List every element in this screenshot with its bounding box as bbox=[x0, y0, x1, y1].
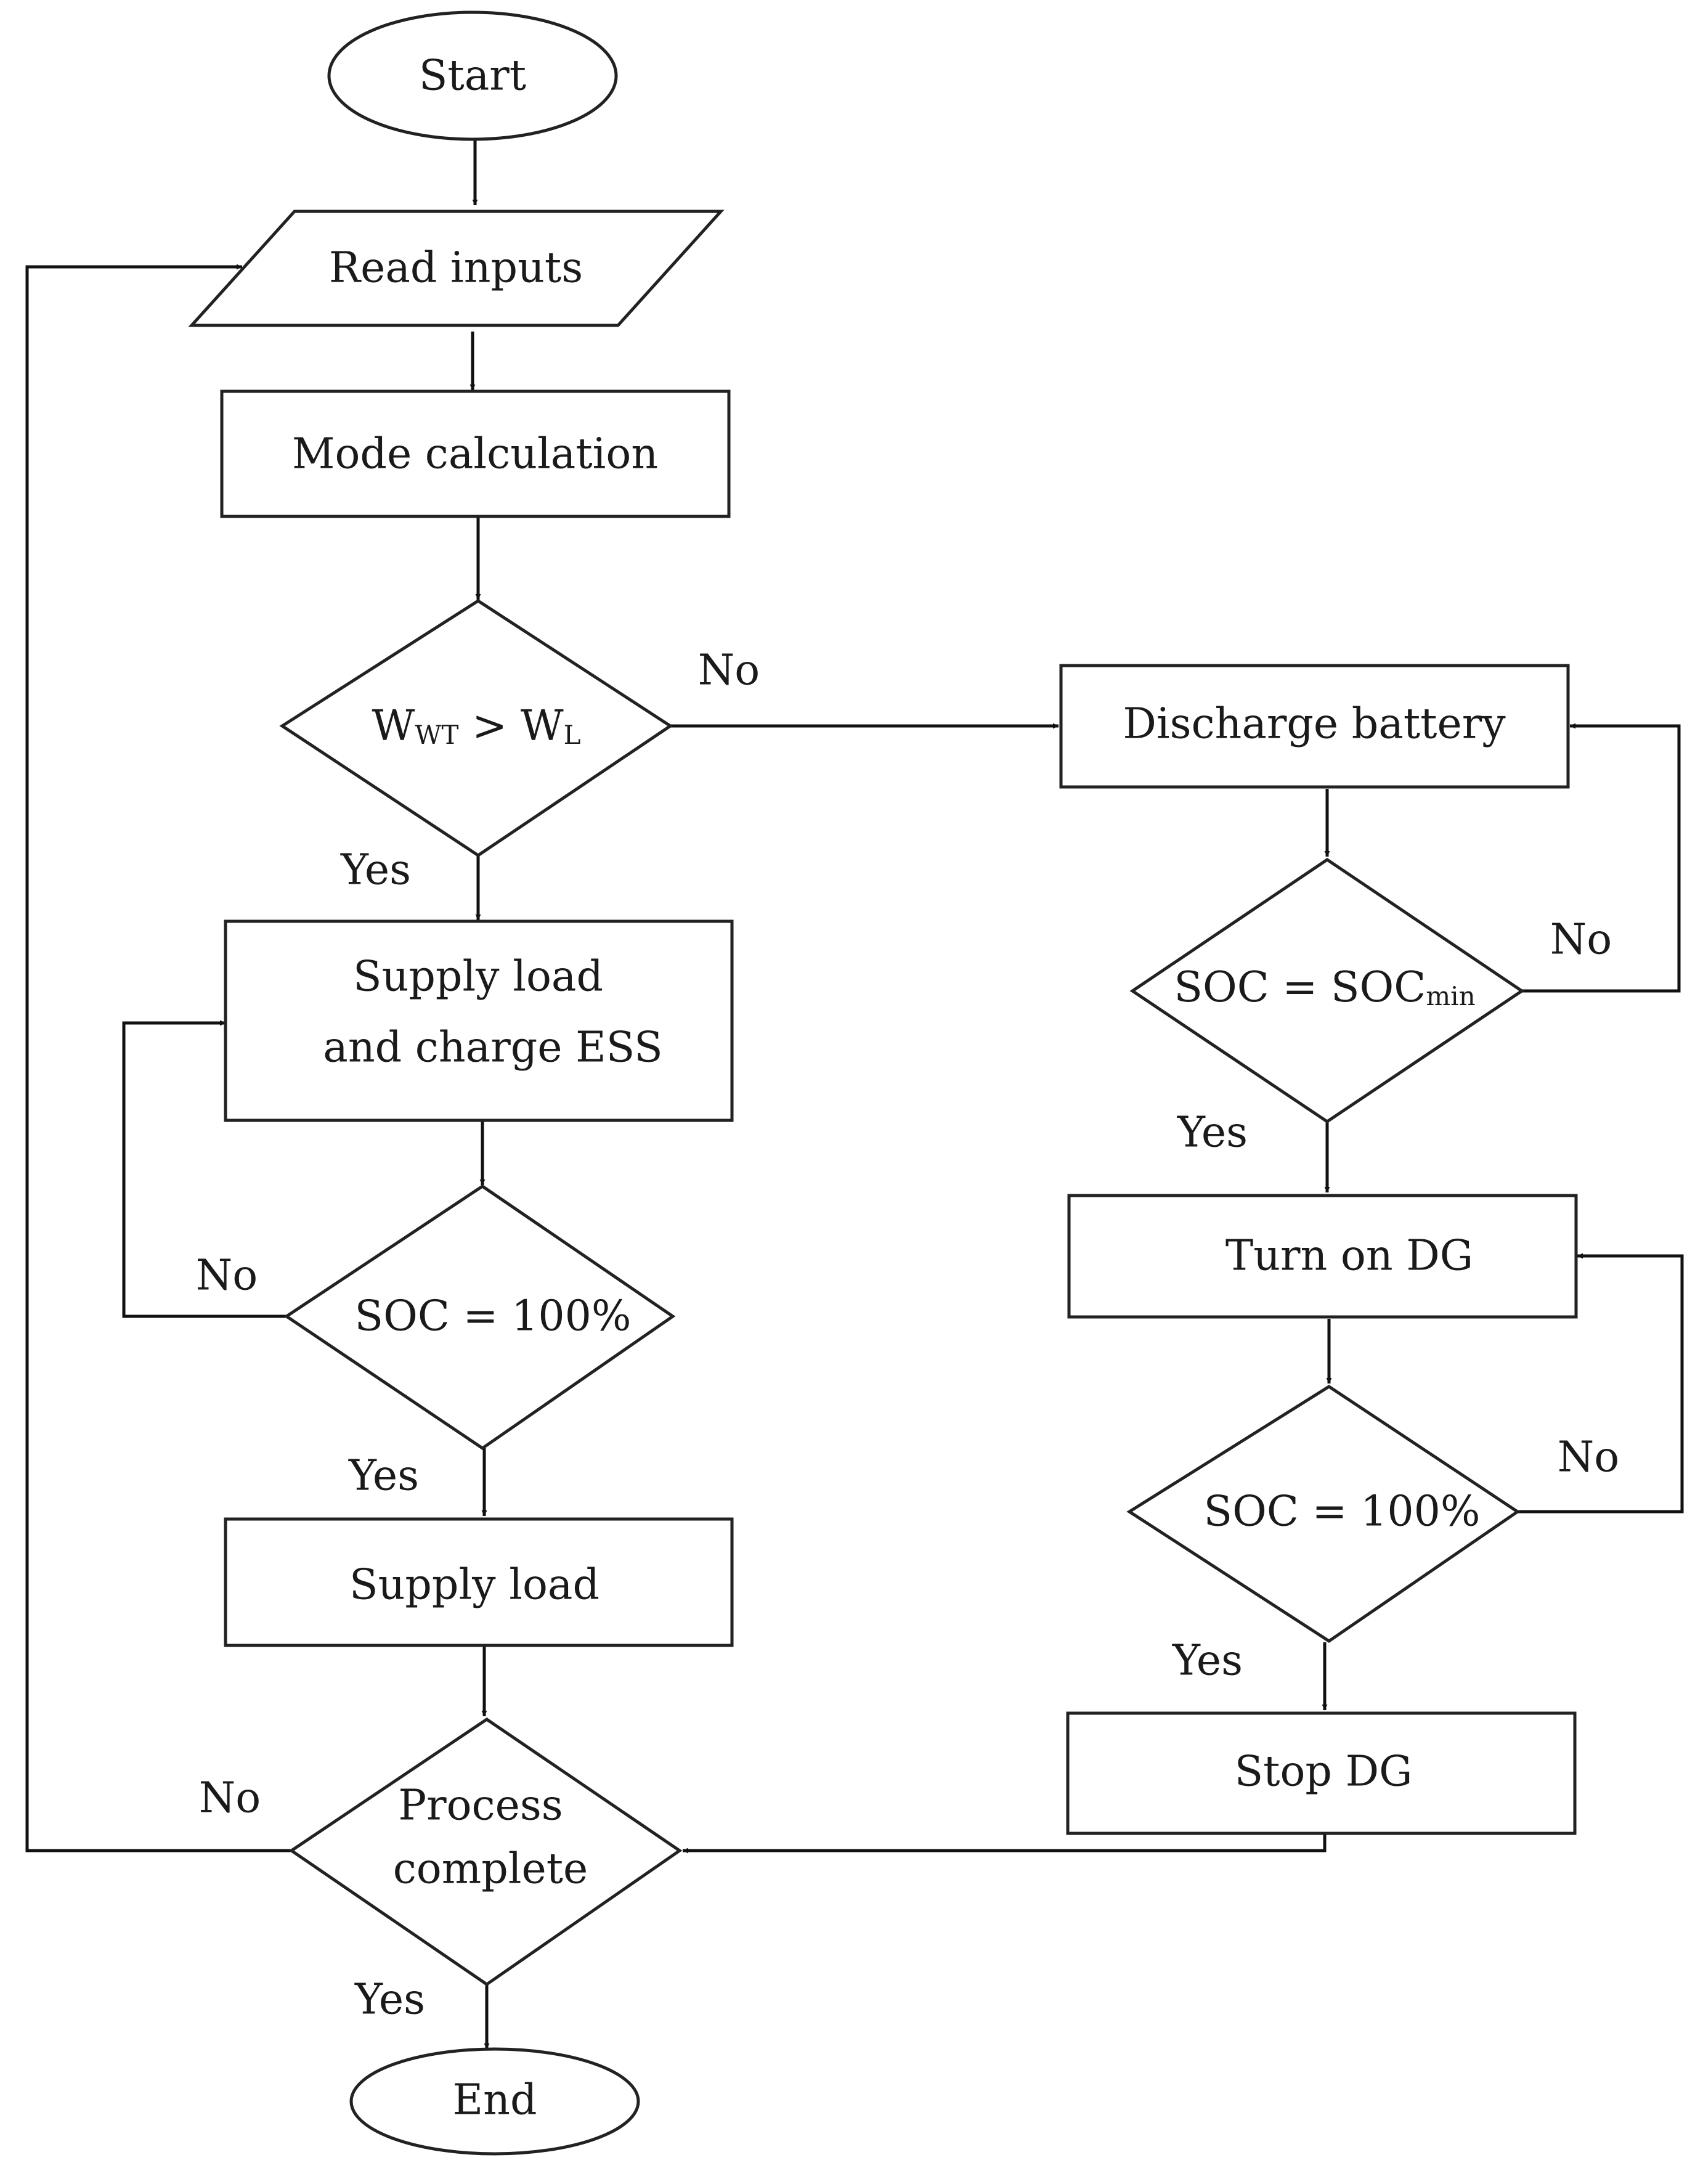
edge-labels: No Yes No Yes No Yes No Yes No Yes bbox=[196, 646, 1619, 2024]
discharge-battery-label: Discharge battery bbox=[1123, 700, 1506, 749]
soc-full-left-label: SOC = 100% bbox=[355, 1292, 632, 1341]
decision-wind-op: > W bbox=[459, 702, 564, 751]
decision-wind-sub-wt: WT bbox=[415, 720, 458, 750]
supply-charge-label-line1: Supply load bbox=[353, 953, 603, 1001]
label-no-soc-right: No bbox=[1558, 1433, 1619, 1482]
start-label: Start bbox=[419, 52, 526, 100]
process-complete-label-line2: complete bbox=[393, 1845, 588, 1894]
decision-soc-full-left bbox=[283, 1184, 676, 1451]
decision-wind-vs-load bbox=[279, 599, 673, 858]
start-terminal bbox=[327, 10, 618, 141]
end-label: End bbox=[453, 2076, 537, 2125]
soc-min-sub: min bbox=[1426, 981, 1475, 1011]
read-inputs-io bbox=[188, 210, 725, 327]
label-yes-wind: Yes bbox=[340, 846, 411, 895]
label-no-process: No bbox=[199, 1774, 261, 1823]
end-terminal bbox=[349, 2047, 640, 2156]
label-yes-soc-min: Yes bbox=[1177, 1109, 1248, 1157]
turn-on-dg-label: Turn on DG bbox=[1225, 1232, 1473, 1281]
label-no-soc-left: No bbox=[196, 1252, 258, 1300]
mode-calculation-process bbox=[220, 389, 731, 518]
nodes: Start Read inputs Mode calculation WWT >… bbox=[188, 10, 1578, 2156]
decision-soc-min bbox=[1129, 857, 1525, 1124]
soc-full-right-label: SOC = 100% bbox=[1204, 1488, 1481, 1536]
read-inputs-label: Read inputs bbox=[329, 244, 583, 293]
decision-wind-w: W bbox=[372, 702, 415, 751]
edge-soc-right-no-loop bbox=[1518, 1253, 1684, 1514]
supply-load-label: Supply load bbox=[349, 1561, 600, 1610]
turn-on-dg-process bbox=[1067, 1194, 1578, 1319]
edge-stop-to-process bbox=[683, 1833, 1327, 1854]
edge-process-no-loop bbox=[25, 264, 291, 1852]
stop-dg-process bbox=[1066, 1711, 1577, 1835]
soc-min-base: SOC = SOC bbox=[1174, 963, 1426, 1012]
supply-charge-process bbox=[224, 919, 734, 1122]
supply-charge-label-line2: and charge ESS bbox=[323, 1024, 662, 1072]
discharge-battery-process bbox=[1059, 664, 1570, 789]
decision-wind-sub-l: L bbox=[564, 720, 581, 750]
label-no-wind: No bbox=[698, 646, 760, 695]
stop-dg-label: Stop DG bbox=[1235, 1748, 1413, 1796]
decision-soc-full-right bbox=[1126, 1385, 1521, 1644]
label-yes-soc-right: Yes bbox=[1172, 1637, 1243, 1685]
soc-min-label: SOC = SOCmin bbox=[1174, 963, 1475, 1012]
label-no-soc-min: No bbox=[1550, 916, 1612, 964]
edge-soc-min-no-loop bbox=[1522, 723, 1681, 993]
edge-soc-left-no-loop bbox=[122, 1020, 287, 1318]
supply-load-process bbox=[224, 1517, 734, 1647]
decision-process-complete bbox=[288, 1717, 683, 1987]
label-yes-soc-left: Yes bbox=[348, 1452, 419, 1501]
decision-wind-label: WWT > WL bbox=[372, 702, 580, 751]
mode-calculation-label: Mode calculation bbox=[292, 430, 658, 479]
process-complete-label-line1: Process bbox=[398, 1782, 563, 1830]
label-yes-process: Yes bbox=[354, 1976, 425, 2024]
edges bbox=[25, 141, 1684, 2049]
